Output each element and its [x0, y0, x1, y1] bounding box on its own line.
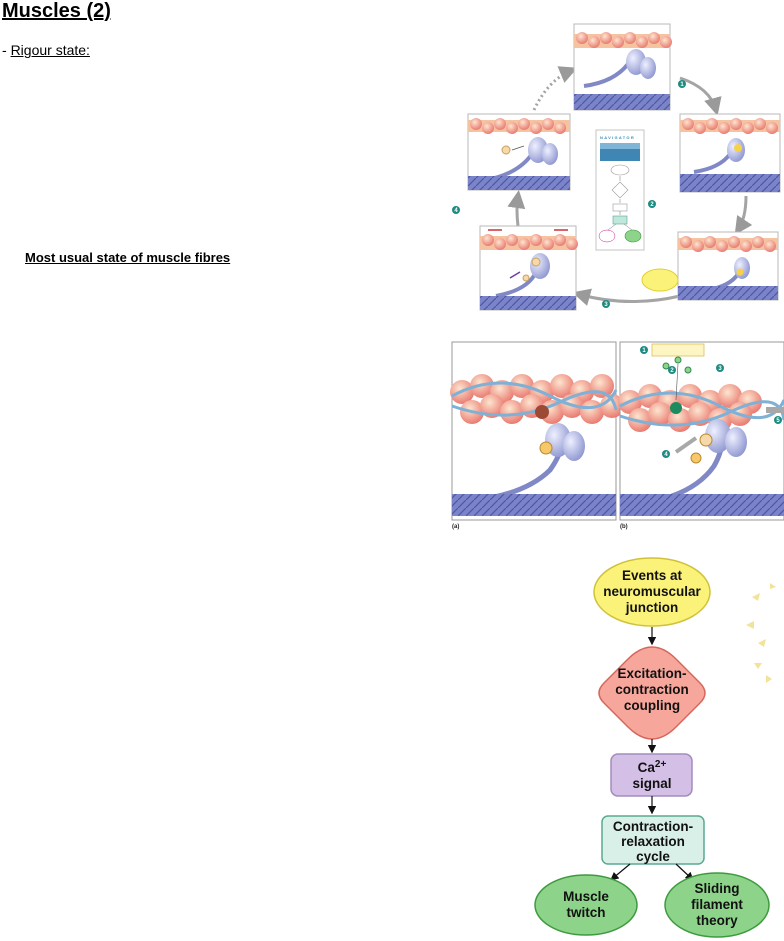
- flow-node-cycle: Contraction- relaxation cycle: [602, 816, 704, 864]
- cycle-line-2: relaxation: [621, 834, 685, 849]
- page-subtitle: - Rigour state:: [2, 42, 90, 58]
- cycle-panel-left-top: [468, 114, 570, 190]
- cycle-arrow-4: [517, 196, 518, 226]
- cycle-arrow-dotted: [534, 70, 572, 110]
- ecc-line-3: coupling: [624, 698, 680, 713]
- subtitle-dash: -: [2, 42, 11, 58]
- flow-node-ecc: Excitation- contraction coupling: [599, 647, 705, 739]
- panel-a-caption: (a): [452, 524, 459, 530]
- page-title: Muscles (2): [2, 0, 111, 23]
- cycle-panel-top: [574, 24, 672, 110]
- cycle-arrow-2: [738, 196, 746, 230]
- flow-arrow-5: [676, 864, 692, 879]
- flow-node-calcium: Ca2+ signal: [611, 754, 692, 796]
- subtitle-label: Rigour state:: [11, 42, 90, 58]
- cycle-panel-right-top: [680, 114, 780, 192]
- navigator-box: NAVIGATOR: [596, 130, 644, 250]
- sliding-line-1: Sliding: [695, 881, 740, 896]
- detail-panel-b: [618, 342, 784, 520]
- panel-b-caption: (b): [620, 524, 628, 530]
- detail-panel-a: [450, 342, 624, 520]
- twitch-line-2: twitch: [567, 905, 606, 920]
- events-line-1: Events at: [622, 568, 683, 583]
- muscle-flowchart: Events at neuromuscular junction Excitat…: [520, 555, 784, 941]
- flow-node-events: Events at neuromuscular junction: [594, 558, 710, 626]
- ca-line-2: signal: [632, 776, 671, 791]
- yellow-highlight: [642, 269, 678, 291]
- crossbridge-cycle-figure: 1 2: [448, 18, 784, 318]
- cycle-arrow-3: [578, 294, 680, 302]
- flow-arrow-4: [612, 864, 630, 879]
- actin-myosin-detail-figure: (a) (b) 1 2 3 4 5: [450, 340, 784, 532]
- ca-main: Ca: [638, 760, 656, 775]
- twitch-line-1: Muscle: [563, 889, 609, 904]
- flow-node-twitch: Muscle twitch: [535, 875, 637, 935]
- cycle-line-1: Contraction-: [613, 819, 693, 834]
- cycle-panel-right-bottom: [678, 232, 778, 300]
- muscle-fibre-note: Most usual state of muscle fibres: [25, 250, 230, 265]
- sliding-line-2: filament: [691, 897, 743, 912]
- cycle-line-3: cycle: [636, 849, 670, 864]
- flow-node-sliding: Sliding filament theory: [665, 873, 769, 937]
- events-line-3: junction: [625, 600, 679, 615]
- ca-superscript: 2+: [655, 759, 667, 770]
- ecc-line-2: contraction: [615, 682, 689, 697]
- events-line-2: neuromuscular: [603, 584, 701, 599]
- ecc-line-1: Excitation-: [617, 666, 686, 681]
- decorative-triangles: [746, 583, 776, 683]
- sliding-line-3: theory: [696, 913, 738, 928]
- cycle-panel-left-bottom: [480, 226, 578, 310]
- navigator-title: NAVIGATOR: [600, 135, 635, 140]
